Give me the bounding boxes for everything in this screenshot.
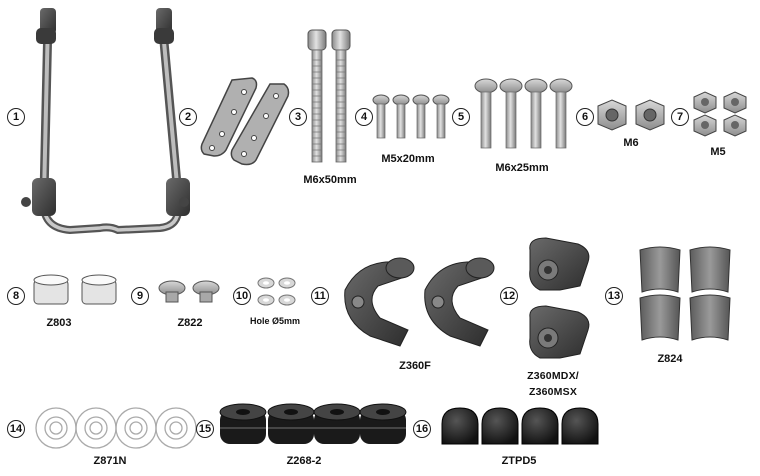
frame-bracket — [21, 8, 190, 235]
part-label-10: Hole Ø5mm — [249, 316, 301, 326]
caps-ztpd5 — [441, 407, 599, 445]
part-label-6: M6 — [623, 137, 639, 149]
part-label-11: Z360F — [399, 360, 431, 372]
rings-z268 — [219, 403, 407, 444]
part-label-16: ZTPD5 — [501, 455, 537, 467]
mounting-plates — [200, 77, 290, 166]
spacers-z803 — [33, 274, 117, 305]
part-label-5: M6x25mm — [495, 162, 549, 174]
nuts-m5 — [693, 91, 747, 137]
part-label-9: Z822 — [177, 317, 203, 329]
part-number-4: 4 — [355, 108, 373, 126]
part-label-12-line2: Z360MSX — [528, 386, 578, 398]
part-label-15: Z268-2 — [286, 455, 322, 467]
part-label-7: M5 — [710, 146, 726, 158]
part-number-9: 9 — [131, 287, 149, 305]
part-number-2: 2 — [179, 108, 197, 126]
nuts-z871n — [35, 407, 197, 449]
part-number-1: 1 — [7, 108, 25, 126]
part-number-6: 6 — [576, 108, 594, 126]
part-number-13: 13 — [605, 287, 623, 305]
mounts-z360m — [529, 237, 590, 359]
part-label-4: M5x20mm — [381, 153, 435, 165]
part-label-3: M6x50mm — [303, 174, 357, 186]
part-number-10: 10 — [233, 287, 251, 305]
part-number-7: 7 — [671, 108, 689, 126]
bolts-m6x50 — [307, 29, 351, 163]
part-number-14: 14 — [7, 420, 25, 438]
clamps-z360f — [344, 257, 495, 347]
bolts-m6x25 — [474, 78, 573, 149]
part-number-5: 5 — [452, 108, 470, 126]
part-number-3: 3 — [289, 108, 307, 126]
washers-5mm — [257, 277, 296, 306]
part-number-15: 15 — [196, 420, 214, 438]
nuts-m6 — [597, 99, 665, 131]
bolts-m5x20 — [372, 94, 450, 139]
part-number-12: 12 — [500, 287, 518, 305]
part-label-8: Z803 — [46, 317, 72, 329]
shells-z824 — [639, 246, 731, 341]
part-number-8: 8 — [7, 287, 25, 305]
rivets-z822 — [158, 280, 220, 303]
part-label-12-line1: Z360MDX/ — [527, 370, 579, 382]
part-label-14: Z871N — [93, 455, 127, 467]
part-number-11: 11 — [311, 287, 329, 305]
part-number-16: 16 — [413, 420, 431, 438]
part-label-13: Z824 — [657, 353, 683, 365]
